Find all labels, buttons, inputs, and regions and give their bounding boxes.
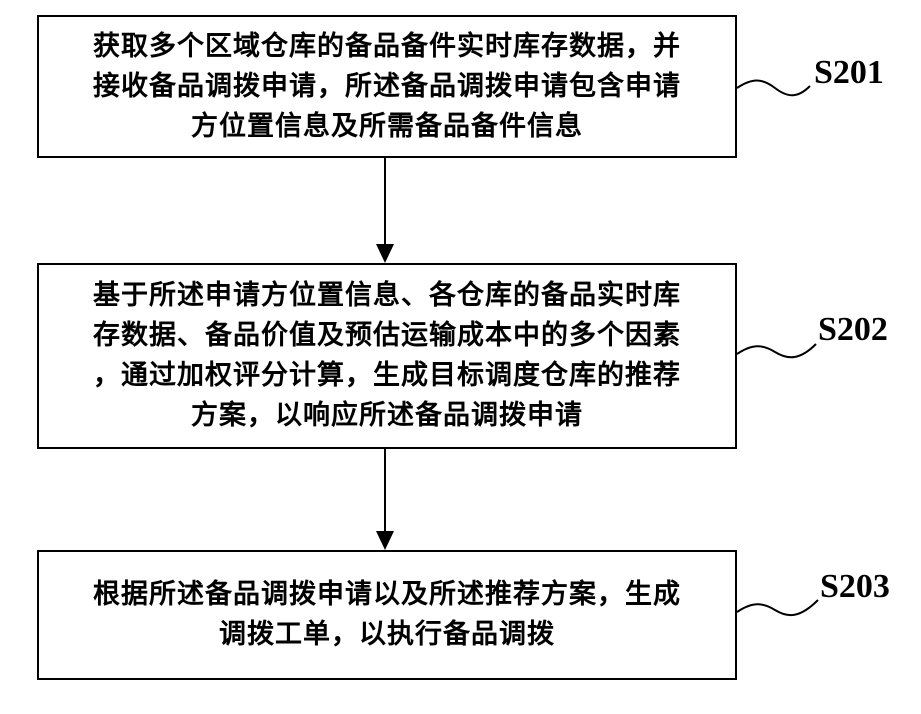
step-label-s203: S203 [820,570,890,604]
step-line: 方案，以响应所述备品调拨申请 [93,396,681,436]
step-line: 根据所述备品调拨申请以及所述推荐方案，生成 [93,575,681,615]
step-line: 基于所述申请方位置信息、各仓库的备品实时库 [93,276,681,316]
step-box-s202: 基于所述申请方位置信息、各仓库的备品实时库 存数据、备品价值及预估运输成本中的多… [37,263,737,449]
step-box-s201: 获取多个区域仓库的备品备件实时库存数据，并 接收备品调拨申请，所述备品调拨申请包… [37,15,737,158]
leader-line-s201 [737,81,810,96]
step-line: ，通过加权评分计算，生成目标调度仓库的推荐 [93,356,681,396]
step-line: 获取多个区域仓库的备品备件实时库存数据，并 [93,27,681,67]
step-line: 调拨工单，以执行备品调拨 [93,615,681,655]
leader-line-s203 [737,600,818,615]
flow-arrow-s202-s203 [376,449,394,550]
step-label-s201: S201 [814,56,884,90]
step-box-s203: 根据所述备品调拨申请以及所述推荐方案，生成 调拨工单，以执行备品调拨 [37,550,737,680]
step-line: 接收备品调拨申请，所述备品调拨申请包含申请 [93,67,681,107]
leader-line-s202 [737,344,816,357]
step-text-s203: 根据所述备品调拨申请以及所述推荐方案，生成 调拨工单，以执行备品调拨 [93,575,681,655]
step-label-s202: S202 [818,313,888,347]
step-text-s201: 获取多个区域仓库的备品备件实时库存数据，并 接收备品调拨申请，所述备品调拨申请包… [93,27,681,147]
step-line: 方位置信息及所需备品备件信息 [93,107,681,147]
step-line: 存数据、备品价值及预估运输成本中的多个因素 [93,316,681,356]
flow-arrow-s201-s202 [376,158,394,263]
step-text-s202: 基于所述申请方位置信息、各仓库的备品实时库 存数据、备品价值及预估运输成本中的多… [93,276,681,436]
